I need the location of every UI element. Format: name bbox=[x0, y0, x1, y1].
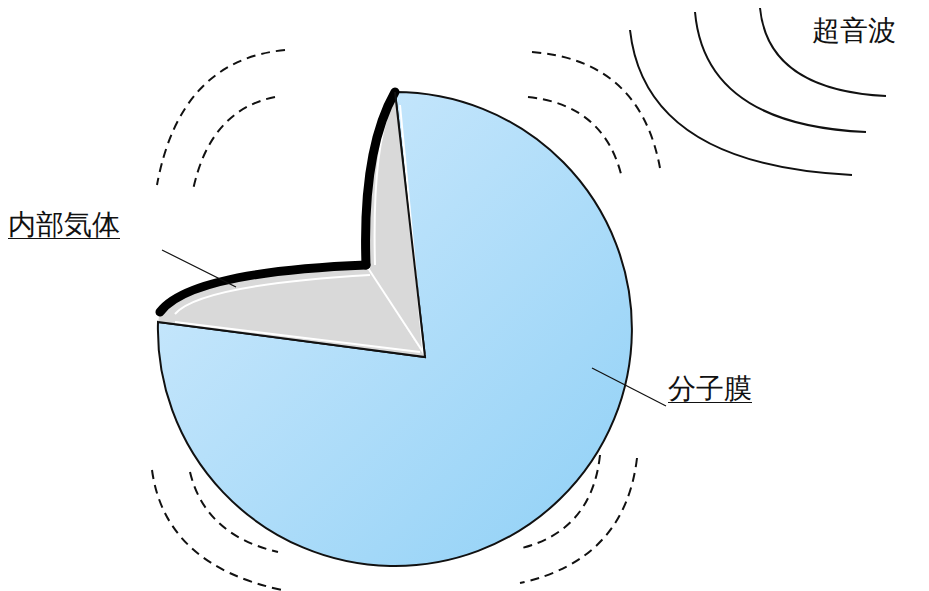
vibration-arcs bbox=[152, 50, 660, 590]
leader-lines bbox=[162, 250, 666, 406]
cut-face bbox=[158, 265, 425, 357]
membrane-surface bbox=[158, 92, 632, 566]
membrane-cross-section bbox=[160, 92, 395, 312]
cut-edge bbox=[158, 92, 425, 357]
part-label: 分子膜 bbox=[668, 372, 752, 406]
inner-edges bbox=[175, 105, 425, 355]
wave-label: 超音波 bbox=[812, 14, 896, 48]
part-label: 内部気体 bbox=[8, 208, 120, 242]
